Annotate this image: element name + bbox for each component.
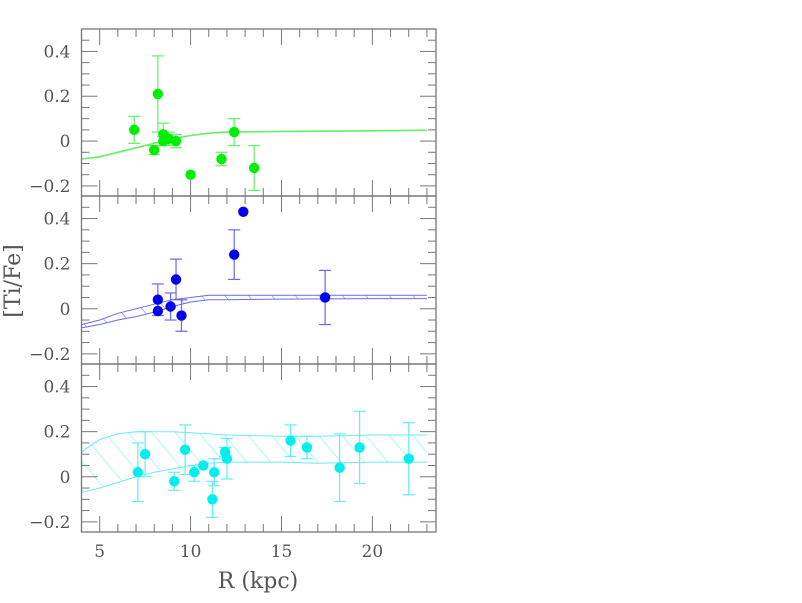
data-point <box>176 310 187 321</box>
model-band-upper <box>81 294 427 325</box>
x-tick-label: 20 <box>362 542 384 562</box>
y-tick-label: 0.4 <box>43 42 70 62</box>
x-axis-title: R (kpc) <box>218 569 298 594</box>
y-tick-label: 0 <box>60 468 71 488</box>
y-tick-label: 0 <box>60 132 71 152</box>
panel-frame <box>80 195 437 365</box>
model-band-upper <box>81 431 427 453</box>
panel-top: −0.2 0 0.2 0.4 <box>29 28 437 197</box>
data-point <box>221 453 233 464</box>
data-point <box>179 444 191 455</box>
y-tick-label: 0.4 <box>43 378 70 398</box>
data-point <box>285 435 296 446</box>
data-point <box>319 292 331 303</box>
data-point <box>334 462 345 473</box>
data-point <box>185 169 196 180</box>
data-point <box>207 494 218 505</box>
y-tick-label: 0.4 <box>43 210 70 230</box>
y-tick-label: 0.2 <box>43 87 70 107</box>
y-tick-label: 0.2 <box>43 423 70 443</box>
y-tick-label: 0 <box>60 300 71 320</box>
x-tick-labels: 5 10 15 20 <box>94 542 383 562</box>
x-tick-label: 10 <box>180 542 202 562</box>
data-point <box>129 124 140 136</box>
data-point <box>403 453 414 464</box>
data-point <box>165 301 176 312</box>
plot-area-top <box>81 55 427 191</box>
panel-middle: −0.2 0 0.2 0.4 <box>29 195 437 365</box>
data-point <box>132 467 144 478</box>
panel-frame <box>80 28 437 197</box>
plot-area-middle <box>81 206 427 332</box>
data-point <box>189 467 200 478</box>
data-point <box>301 442 313 453</box>
data-point <box>152 305 164 317</box>
data-point <box>152 294 164 305</box>
data-point <box>152 88 164 100</box>
data-point <box>229 126 240 138</box>
data-point <box>229 249 240 260</box>
data-point <box>216 153 227 165</box>
data-point <box>198 460 209 471</box>
panels: −0.2 0 0.2 0.4 −0.2 0 0.2 0.4 −0.2 0 0.2 0.4 <box>29 28 437 533</box>
y-tick-label: −0.2 <box>29 345 70 365</box>
y-tick-label: 0.2 <box>43 255 70 275</box>
data-point <box>170 274 182 285</box>
data-point <box>139 449 151 460</box>
panel-frame <box>80 363 437 533</box>
data-point <box>209 467 220 478</box>
data-point <box>354 442 365 453</box>
plot-area-bottom <box>81 410 427 518</box>
panel-bottom: −0.2 0 0.2 0.4 <box>29 363 437 533</box>
x-tick-label: 5 <box>94 542 105 562</box>
data-point <box>149 144 160 156</box>
y-tick-label: −0.2 <box>29 177 70 197</box>
y-axis-title: [Ti/Fe] <box>1 244 26 317</box>
data-point <box>249 162 260 174</box>
model-band-fill <box>81 295 427 328</box>
x-tick-label: 15 <box>271 542 293 562</box>
y-tick-label: −0.2 <box>29 513 70 533</box>
data-point <box>238 206 249 217</box>
data-point <box>169 476 180 487</box>
data-point <box>170 135 182 147</box>
